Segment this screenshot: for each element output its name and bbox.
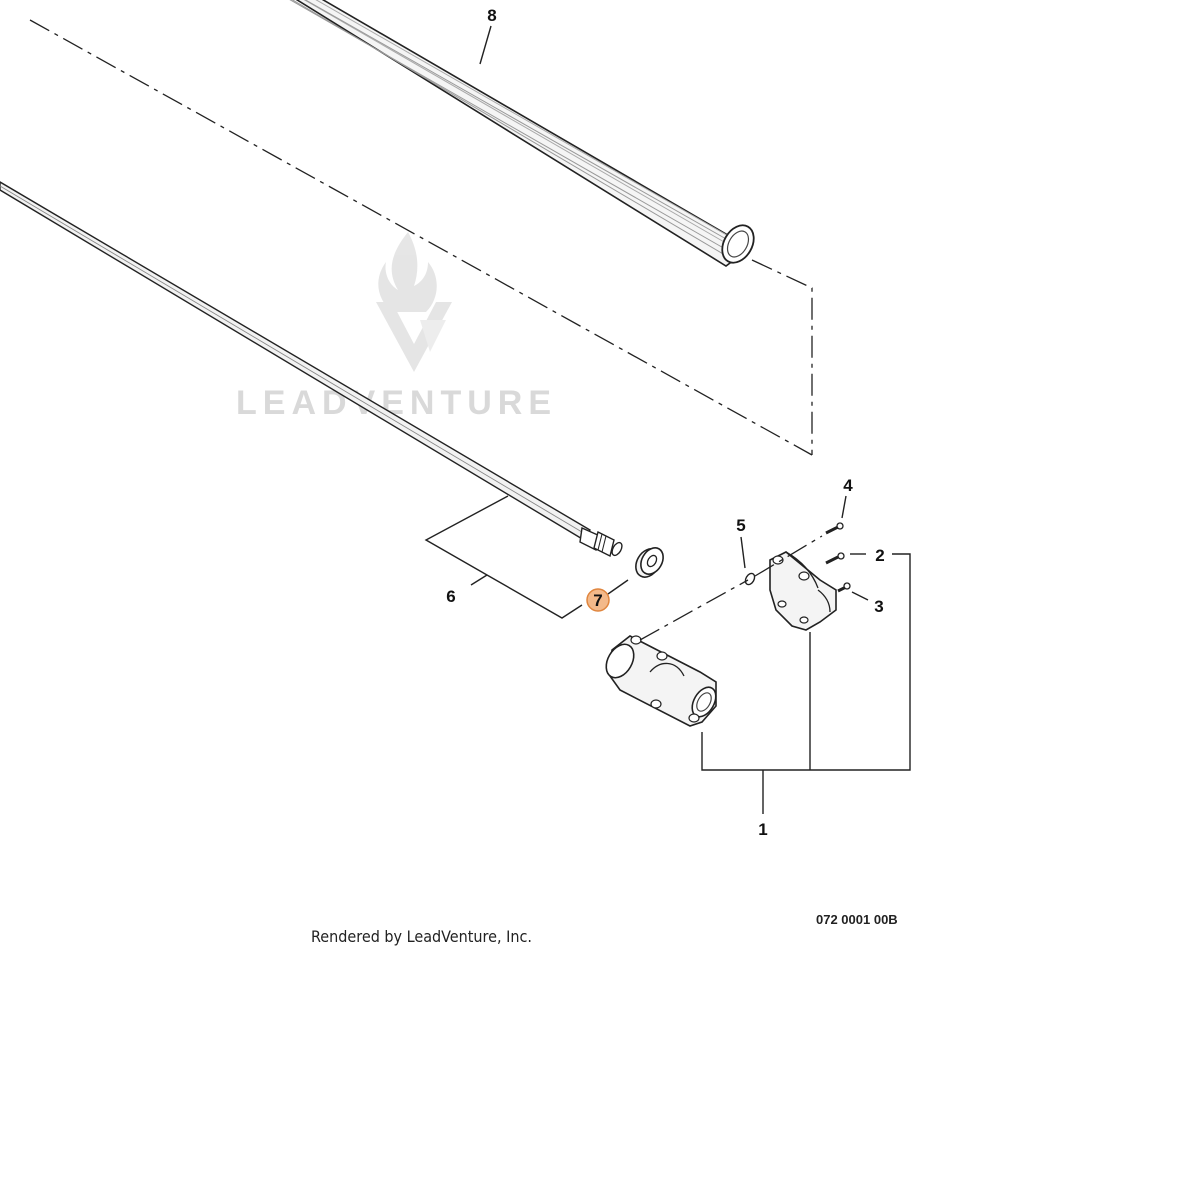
flame-icon — [378, 232, 437, 312]
callout-1[interactable]: 1 — [758, 820, 767, 839]
part-7-bushing[interactable] — [631, 544, 668, 582]
callout-6[interactable]: 6 — [446, 587, 455, 606]
callout-2[interactable]: 2 — [875, 546, 884, 565]
watermark-logo — [376, 232, 452, 372]
assembly-lines — [29, 19, 823, 641]
rendered-by-credit: Rendered by LeadVenture, Inc. — [311, 927, 532, 946]
part-5-washer[interactable] — [744, 572, 757, 586]
v-logo-icon — [376, 302, 452, 372]
part-3-screw[interactable] — [837, 582, 851, 593]
part-6-drive-shaft[interactable] — [0, 181, 624, 558]
callout-7-highlight[interactable]: 7 — [586, 588, 610, 612]
diagram-code: 072 0001 00B — [816, 912, 898, 927]
callout-7[interactable]: 7 — [593, 591, 602, 610]
leader-lines — [424, 25, 911, 814]
callout-4[interactable]: 4 — [843, 476, 853, 495]
callout-5[interactable]: 5 — [736, 516, 745, 535]
part-4-screw[interactable] — [825, 522, 844, 535]
part-1-clamp-upper[interactable] — [769, 551, 837, 631]
callout-8[interactable]: 8 — [487, 6, 496, 25]
part-1-clamp-housing[interactable] — [601, 635, 721, 727]
callout-3[interactable]: 3 — [874, 597, 883, 616]
part-2-screw[interactable] — [825, 552, 845, 565]
part-8-tube[interactable] — [265, 0, 760, 268]
